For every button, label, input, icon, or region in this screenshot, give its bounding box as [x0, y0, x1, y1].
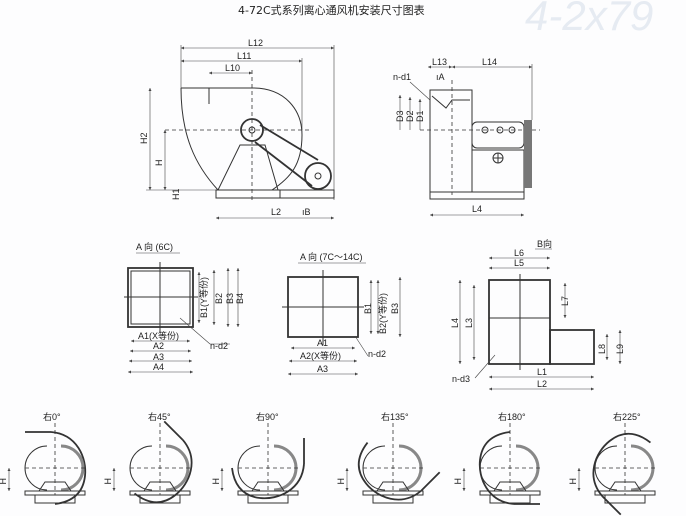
- dim-L6: L6: [514, 248, 524, 258]
- dim-L1: L1: [537, 367, 547, 377]
- dim-D3: D3: [395, 110, 405, 122]
- dim-H1: H1: [171, 188, 181, 200]
- rotation-label: 右225°: [613, 411, 641, 422]
- dim-A2: A2: [153, 341, 164, 351]
- fan-housing-icon: [25, 431, 87, 505]
- page-title: 4-72C式系列离心通风机安装尺寸图表: [238, 3, 425, 17]
- dim-B3: B3: [225, 293, 235, 304]
- dim-A3: A3: [317, 364, 328, 374]
- dim-L12: L12: [248, 38, 263, 48]
- rotation-variant: 右180° H: [453, 411, 541, 505]
- dim-H: H: [453, 478, 463, 485]
- rotation-variant: 右225° H: [568, 411, 656, 516]
- dim-L3: L3: [464, 318, 474, 328]
- dim-L5: L5: [514, 258, 524, 268]
- a-view-7c-14c: A 向 (7C～14C) B1 B2(Y等份) B3 A1 A2(X等份) A3…: [282, 251, 402, 376]
- dim-H: H: [103, 478, 113, 485]
- dim-B4: B4: [235, 293, 245, 304]
- b-view-title: B向: [537, 238, 552, 249]
- front-view: L13 ıA L14 n-d1 D3 D2 D1 L4: [393, 57, 540, 217]
- dim-B2: B2(Y等份): [377, 293, 388, 334]
- dim-B2: B2: [214, 293, 224, 304]
- a-view-6c: A 向 (6C) B1(Y等份) B2 B3 B4 A1(X等份) A2 A3 …: [124, 241, 245, 374]
- dim-L14: L14: [482, 57, 497, 67]
- dim-A3: A3: [153, 352, 164, 362]
- dim-L4: L4: [472, 204, 482, 214]
- label-n-d1: n-d1: [393, 72, 411, 82]
- dim-H: H: [211, 478, 221, 485]
- dim-B3: B3: [390, 303, 400, 314]
- rotation-variant: 右45° H: [103, 411, 193, 504]
- watermark: 4-2x79: [525, 0, 653, 39]
- dim-B1: B1(Y等份): [198, 277, 209, 318]
- dim-A1: A1(X等份): [138, 330, 179, 341]
- dim-L2: L2: [537, 379, 547, 389]
- rotation-label: 右180°: [498, 411, 526, 422]
- rotation-variants: 右0° H 右45° H 右90° H 右135° H 右180° H 右225° H: [0, 411, 656, 516]
- dim-H2: H2: [139, 132, 149, 144]
- dim-B: ıB: [302, 207, 311, 217]
- dim-H: H: [336, 478, 346, 485]
- label-n-d2: n-d2: [210, 341, 228, 351]
- rotation-label: 右0°: [43, 411, 61, 422]
- dim-H: H: [154, 160, 164, 167]
- dim-L10: L10: [225, 63, 240, 73]
- dim-L11: L11: [237, 51, 251, 61]
- rotation-label: 右135°: [381, 411, 409, 422]
- dim-H: H: [0, 478, 8, 485]
- fan-housing-icon: [357, 441, 441, 501]
- rotation-label: 右45°: [148, 411, 171, 422]
- b-view: B向 L6 L5 L7 L4 L3 L8 L9 L1 L2 n-d3: [450, 238, 625, 391]
- dim-L2: L2: [271, 207, 281, 217]
- dim-H: H: [568, 478, 578, 485]
- side-view: L12 L11 L10 H2 H H1 L2 ıB: [139, 38, 335, 220]
- dim-A2: A2(X等份): [300, 350, 341, 361]
- label-n-d3: n-d3: [452, 374, 470, 384]
- fan-housing-icon: [478, 431, 540, 505]
- dim-A: ıA: [436, 72, 445, 82]
- dim-L9: L9: [615, 344, 625, 354]
- dim-A1: A1: [317, 338, 328, 348]
- dim-L8: L8: [597, 344, 607, 354]
- dim-L4: L4: [450, 318, 460, 328]
- rotation-label: 右90°: [256, 411, 279, 422]
- rotation-variant: 右0° H: [0, 411, 87, 505]
- dim-D2: D2: [405, 110, 415, 122]
- dim-L7: L7: [560, 296, 570, 306]
- label-n-d2: n-d2: [368, 349, 386, 359]
- dim-L13: L13: [432, 57, 447, 67]
- a-view-6c-title: A 向 (6C): [136, 241, 173, 252]
- a-view-7c-title: A 向 (7C～14C): [300, 251, 363, 262]
- dim-D1: D1: [415, 110, 425, 122]
- rotation-variant: 右90° H: [211, 411, 305, 504]
- dim-B1: B1: [363, 303, 373, 314]
- dim-A4: A4: [153, 362, 164, 372]
- rotation-variant: 右135° H: [336, 411, 441, 504]
- fan-housing-icon: [231, 438, 305, 500]
